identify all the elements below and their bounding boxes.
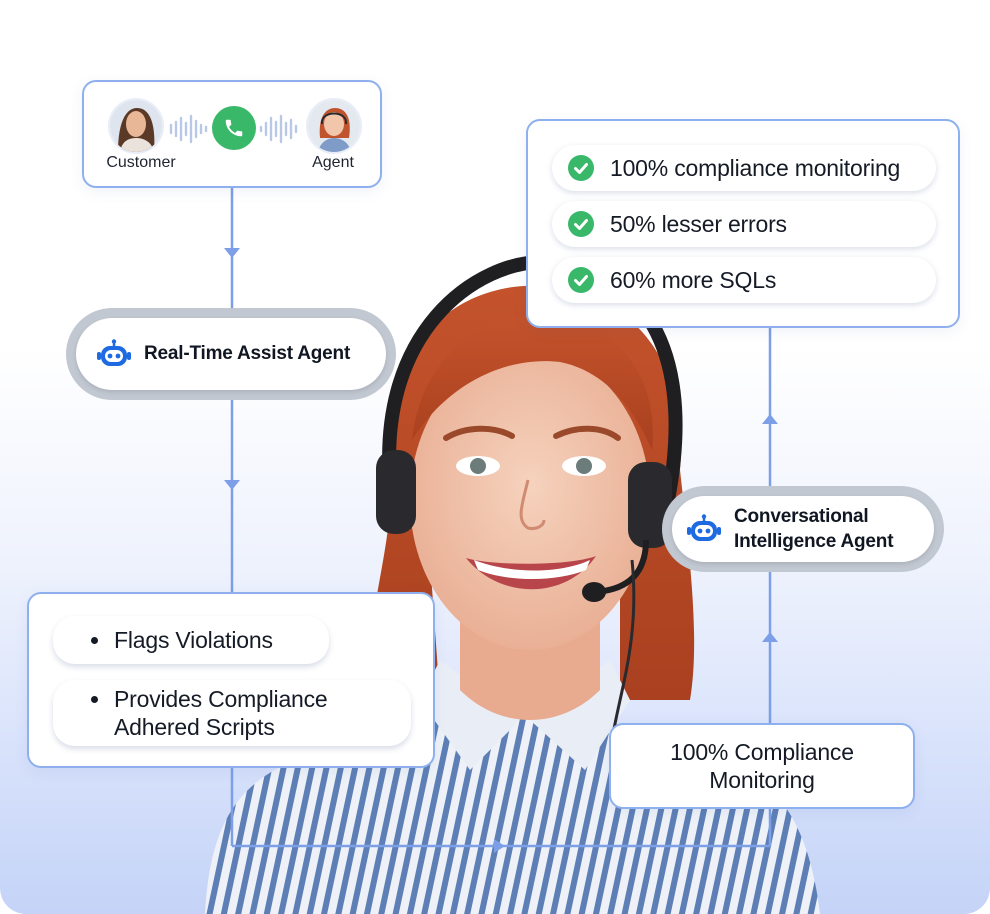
flag-item-label: Provides Compliance Adhered Scripts xyxy=(114,685,328,741)
check-circle-icon xyxy=(568,211,594,237)
stat-item: 100% compliance monitoring xyxy=(552,145,936,191)
stat-label: 100% compliance monitoring xyxy=(610,154,901,181)
compliance-monitoring-card: 100% Compliance Monitoring xyxy=(609,723,915,809)
check-circle-icon xyxy=(568,155,594,181)
flag-item2-line2: Adhered Scripts xyxy=(114,714,275,740)
check-circle-icon xyxy=(568,267,594,293)
arrow-up-icon xyxy=(762,414,778,424)
stat-item: 50% lesser errors xyxy=(552,201,936,247)
flag-item2-line1: Provides Compliance xyxy=(114,686,328,712)
robot-icon xyxy=(97,339,131,366)
monitoring-line1: 100% Compliance xyxy=(670,739,854,765)
stat-item: 60% more SQLs xyxy=(552,257,936,303)
agent-avatar-icon xyxy=(306,98,362,154)
bullet-icon xyxy=(91,696,98,703)
results-card: 100% compliance monitoring 50% lesser er… xyxy=(526,119,960,328)
arrow-down-icon xyxy=(224,248,240,258)
customer-avatar-icon xyxy=(108,98,164,154)
customer-label: Customer xyxy=(106,154,176,171)
conversational-line2: Intelligence Agent xyxy=(734,531,894,552)
compliance-monitoring-label: 100% Compliance Monitoring xyxy=(670,738,854,794)
sound-wave-icon xyxy=(169,114,208,144)
monitoring-line2: Monitoring xyxy=(709,767,815,793)
arrow-right-icon xyxy=(494,839,505,853)
bullet-icon xyxy=(91,636,98,644)
conversational-intelligence-agent-label: Conversational Intelligence Agent xyxy=(734,504,894,554)
realtime-actions-card: Flags Violations Provides Compliance Adh… xyxy=(27,592,435,768)
call-button[interactable] xyxy=(212,106,256,150)
stat-label: 50% lesser errors xyxy=(610,210,787,237)
arrow-up-icon xyxy=(762,632,778,642)
realtime-assist-agent-label: Real-Time Assist Agent xyxy=(144,343,351,364)
conversational-intelligence-agent-pill: Conversational Intelligence Agent xyxy=(662,486,944,572)
robot-icon xyxy=(687,514,721,541)
conversational-line1: Conversational xyxy=(734,506,869,527)
stat-label: 60% more SQLs xyxy=(610,266,777,293)
sound-wave-icon xyxy=(259,114,298,144)
list-item: Flags Violations xyxy=(53,616,329,664)
list-item: Provides Compliance Adhered Scripts xyxy=(53,680,411,746)
phone-icon xyxy=(225,119,243,137)
flag-item-label: Flags Violations xyxy=(114,627,273,653)
realtime-assist-agent-pill: Real-Time Assist Agent xyxy=(66,308,396,400)
call-card: Customer xyxy=(82,80,382,188)
arrow-down-icon xyxy=(224,480,240,490)
agent-label: Agent xyxy=(312,154,354,171)
